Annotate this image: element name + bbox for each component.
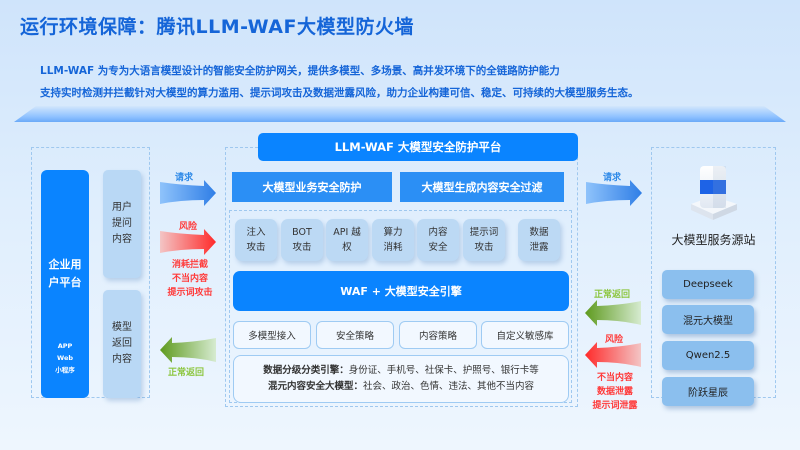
platform-title-line: 企业用 [48,258,82,271]
risk-item: 提示词泄露 [592,401,638,411]
right-risk-items: 不当内容 数据泄露 提示词泄露 [587,371,643,413]
threat-injection: 注入 攻击 [235,219,277,261]
threat-prompt: 提示词 攻击 [463,219,505,261]
security-engine: WAF + 大模型安全引擎 [233,271,569,311]
feature-security-policy: 安全策略 [316,321,394,349]
info-text: 身份证、手机号、社保卡、护照号、银行卡等 [348,365,539,376]
left-risk-label: 风险 [179,222,198,232]
threat-data-leak: 数据 泄露 [518,219,560,261]
left-normal-return-label: 正常返回 [168,368,205,378]
user-question-box: 用户 提问 内容 [103,170,141,278]
right-risk-label: 风险 [605,335,624,345]
decorative-banner [14,106,786,122]
enterprise-platform-card [41,170,89,398]
server-icon [691,166,737,220]
platform-header: LLM-WAF 大模型安全防护平台 [258,133,578,161]
normal-return-arrow-icon [585,300,641,326]
description-line-1: LLM-WAF 为专为大语言模型设计的智能安全防护网关，提供多模型、多场景、高并… [40,65,560,77]
enterprise-platform-title: 企业用 户平台 [41,256,89,292]
right-request-label: 请求 [603,173,622,183]
risk-item: 不当内容 [171,274,208,284]
model-return-box: 模型 返回 内容 [103,290,141,398]
risk-item: 数据泄露 [596,387,633,397]
feature-content-policy: 内容策略 [399,321,477,349]
platform-channels: APP Web 小程序 [41,340,89,376]
risk-item: 消耗拦截 [171,260,208,270]
threat-content: 内容 安全 [417,219,459,261]
feature-custom-lexicon: 自定义敏感库 [481,321,569,349]
page-title: 运行环境保障：腾讯LLM-WAF大模型防火墙 [20,16,414,38]
info-label: 数据分级分类引擎： [263,365,349,376]
normal-return-arrow-icon [160,337,216,363]
model-deepseek: Deepseek [662,270,754,299]
right-normal-return-label: 正常返回 [594,290,631,300]
channel-web: Web [57,354,73,362]
threat-compute: 算力 消耗 [372,219,414,261]
section-content-filter: 大模型生成内容安全过滤 [400,172,564,202]
left-panel [31,147,150,398]
info-line: 混元内容安全大模型：社会、政治、色情、违法、其他不当内容 [268,379,534,395]
model-source-title: 大模型服务源站 [671,233,756,247]
left-request-label: 请求 [175,173,194,183]
request-arrow-icon [586,180,642,206]
platform-title-line: 户平台 [48,276,82,289]
risk-arrow-icon [585,342,641,368]
request-arrow-icon [160,180,216,206]
left-risk-items: 消耗拦截 不当内容 提示词攻击 [160,258,220,300]
engine-info: 数据分级分类引擎：身份证、手机号、社保卡、护照号、银行卡等 混元内容安全大模型：… [233,355,569,403]
info-label: 混元内容安全大模型： [267,381,363,392]
threat-api: API 越 权 [326,219,368,261]
model-hunyuan: 混元大模型 [662,305,754,334]
feature-multi-model: 多模型接入 [233,321,311,349]
channel-app: APP [57,342,73,350]
risk-arrow-icon [160,229,216,255]
risk-item: 不当内容 [596,373,633,383]
channel-miniprogram: 小程序 [55,366,75,374]
section-business-security: 大模型业务安全防护 [232,172,392,202]
info-line: 数据分级分类引擎：身份证、手机号、社保卡、护照号、银行卡等 [263,363,539,379]
model-qwen: Qwen2.5 [662,341,754,370]
description-line-2: 支持实时检测并拦截针对大模型的算力滥用、提示词攻击及数据泄露风险，助力企业构建可… [40,87,639,99]
model-stepfun: 阶跃星辰 [662,377,754,406]
threat-bot: BOT 攻击 [281,219,323,261]
risk-item: 提示词攻击 [167,288,213,298]
info-text: 社会、政治、色情、违法、其他不当内容 [363,381,535,392]
